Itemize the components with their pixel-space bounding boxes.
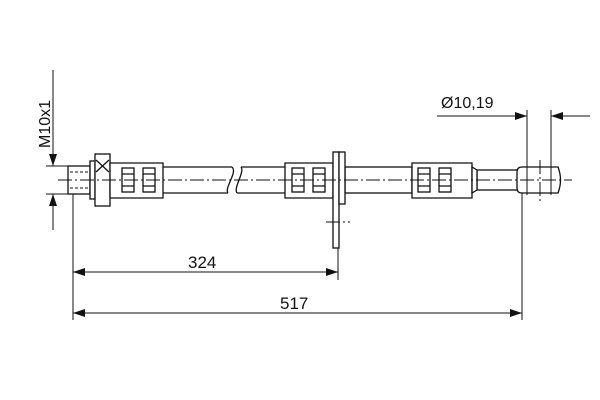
right-end-fitting <box>516 160 562 202</box>
thread-dimension: M10x1 <box>37 70 68 230</box>
mounting-bracket <box>326 151 350 249</box>
dimension-517: 517 <box>280 294 308 313</box>
dimension-324: 324 <box>188 253 216 272</box>
length-dimensions: 324 517 <box>72 193 523 320</box>
thread-label: M10x1 <box>37 100 54 148</box>
diameter-label: Ø10,19 <box>441 95 494 112</box>
diameter-dimension: Ø10,19 <box>437 95 590 195</box>
